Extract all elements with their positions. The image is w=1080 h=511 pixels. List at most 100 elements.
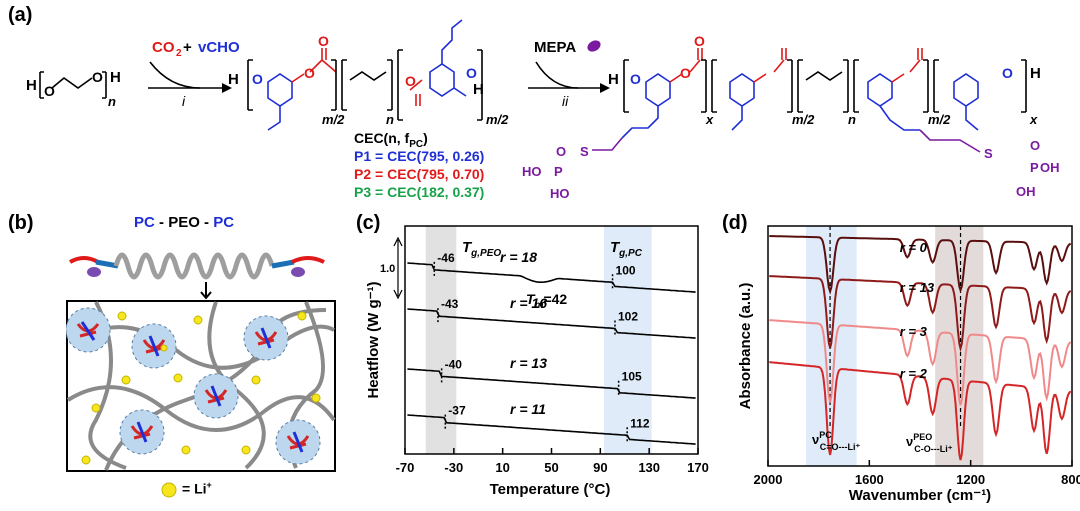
polymer-p1: P1 = CEC(795, 0.26) — [354, 148, 485, 164]
block-copolymer-title: PC - PEO - PC — [134, 214, 235, 231]
o-left-p: O — [556, 144, 566, 159]
sub-x-2: x — [1029, 112, 1038, 127]
reagent-co2: CO — [152, 39, 175, 56]
dsc-curve — [407, 308, 696, 339]
dsc-series-label: r = 13 — [510, 355, 547, 371]
mepa-ellipse-icon — [587, 40, 601, 52]
ftir-ylabel: Absorbance (a.u.) — [737, 283, 754, 410]
ftir-xlabel: Wavenumber (cm⁻¹) — [849, 487, 991, 504]
reagent-plus: + — [183, 39, 192, 56]
dsc-series-label: r = 11 — [510, 401, 546, 417]
o-cec-5: O — [466, 65, 477, 81]
s-left: S — [580, 144, 589, 159]
sub-m2-2: m/2 — [486, 112, 509, 127]
sub-m2-1: m/2 — [322, 112, 345, 127]
dsc-xtick-label: 130 — [638, 460, 660, 475]
ftir-series-label: r = 13 — [900, 280, 935, 295]
tg-peo-label: Tg,PEO — [462, 239, 501, 259]
cec-structure — [247, 19, 483, 131]
polymer-p3: P3 = CEC(182, 0.37) — [354, 184, 485, 200]
dsc-tg-pc-value: 100 — [616, 263, 636, 277]
o-prod-2: O — [680, 65, 691, 81]
o-prod-4: O — [1002, 65, 1013, 81]
shade-tg-pc — [603, 226, 652, 454]
o-prod-1: O — [630, 71, 641, 87]
p-left: P — [554, 164, 563, 179]
sub-n-2: n — [386, 112, 394, 127]
dsc-tg-pc-value: 112 — [630, 416, 650, 430]
ftir-curve — [769, 275, 1072, 353]
dsc-tg-pc-value: 105 — [622, 370, 642, 384]
h-cec: H — [228, 71, 239, 88]
ftir-series-label: r = 0 — [900, 240, 928, 255]
panel-label-d: (d) — [722, 212, 748, 234]
sub-n-1: n — [108, 94, 116, 109]
dsc-xtick-label: -70 — [396, 460, 415, 475]
o-cec-3: O — [318, 33, 329, 49]
peg-initiator — [39, 71, 107, 99]
ftir-frame — [767, 225, 1073, 467]
dsc-curve — [407, 414, 696, 445]
sub-n-3: n — [848, 112, 856, 127]
tg-pc-label: Tg,PC — [610, 239, 643, 259]
sub-x-1: x — [705, 112, 714, 127]
h-end: H — [110, 69, 121, 86]
reagent-mepa: MEPA — [534, 39, 576, 56]
tm-label: Tm=42 — [526, 291, 567, 311]
polymer-p2: P2 = CEC(795, 0.70) — [354, 166, 485, 182]
dsc-curve — [407, 262, 696, 293]
ftir-curve — [769, 235, 1072, 295]
o-peg-1: O — [44, 83, 55, 99]
scale-bar — [393, 236, 403, 300]
dsc-tg-peo-value: -40 — [445, 357, 463, 371]
ftir-xtick-label: 1600 — [855, 472, 884, 487]
reagent-co2-sub: 2 — [176, 48, 182, 59]
ftir-xtick-label: 2000 — [754, 472, 783, 487]
o-cec-2: O — [304, 65, 315, 81]
dsc-xtick-label: 170 — [687, 460, 709, 475]
step-ii: ii — [562, 93, 569, 109]
dsc-xtick-label: 50 — [544, 460, 558, 475]
ho-left-2: HO — [550, 186, 570, 201]
ftir-series-label: r = 3 — [900, 324, 928, 339]
step-i: i — [182, 93, 186, 109]
p-right: P — [1030, 160, 1039, 175]
panel-label-b: (b) — [8, 212, 34, 234]
dsc-tg-peo-value: -43 — [441, 297, 459, 311]
cec-label: CEC(n, fPC) — [354, 130, 428, 150]
o-cec-4: O — [405, 73, 416, 89]
arrow-2 — [528, 61, 610, 93]
h-prod-end: H — [1030, 65, 1041, 82]
h-prod: H — [608, 71, 619, 88]
s-right: S — [984, 146, 993, 161]
product-structure — [592, 48, 1027, 153]
o-prod-3: O — [694, 33, 705, 49]
oh-right-2: OH — [1016, 184, 1036, 199]
o-right-p: O — [1030, 138, 1040, 153]
dsc-ylabel: Heatflow (W g⁻¹) — [365, 281, 382, 398]
dsc-tg-pc-value: 102 — [618, 309, 638, 323]
reagent-vcho: vCHO — [198, 39, 240, 56]
h-cec-end: H — [473, 81, 484, 98]
copolymer-chain-illustration — [69, 252, 325, 300]
dsc-series-label: r = 16 — [510, 295, 547, 311]
ftir-series-label: r = 2 — [900, 366, 928, 381]
dsc-curve — [407, 368, 696, 399]
dsc-xtick-label: 10 — [495, 460, 509, 475]
sub-m2-3: m/2 — [792, 112, 815, 127]
arrow-1 — [148, 61, 232, 93]
ftir-curve — [769, 361, 1072, 461]
ftir-curve — [769, 319, 1072, 406]
oh-right-1: OH — [1040, 160, 1060, 175]
electrolyte-network-illustration — [66, 300, 336, 472]
sub-m2-4: m/2 — [928, 112, 951, 127]
h-start: H — [26, 77, 37, 94]
ho-left-1: HO — [522, 164, 542, 179]
dsc-tg-peo-value: -37 — [448, 404, 466, 418]
panel-label-a: (a) — [8, 4, 33, 26]
panel-label-c: (c) — [356, 212, 381, 234]
